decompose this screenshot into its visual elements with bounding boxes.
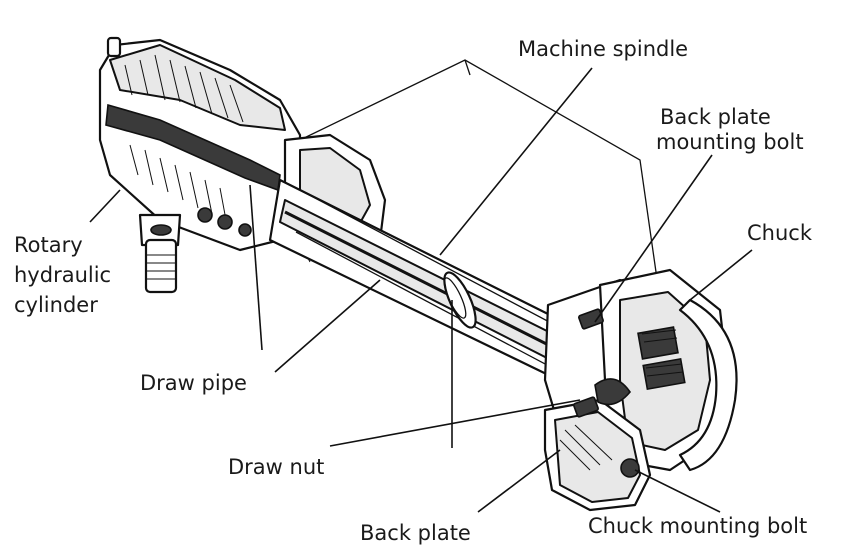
leader-lines xyxy=(89,67,753,513)
leader-back-plate-mounting-bolt xyxy=(594,154,713,323)
label-rotary-line1: Rotary xyxy=(14,233,83,257)
leader-draw-pipe-2 xyxy=(274,279,381,373)
leader-draw-pipe-1 xyxy=(249,184,263,351)
label-chuck-mounting-bolt: Chuck mounting bolt xyxy=(588,514,807,538)
leader-back-plate xyxy=(477,449,561,513)
rotary-hydraulic-cylinder xyxy=(98,36,302,294)
spindle-housing-outline xyxy=(299,59,661,301)
label-chuck: Chuck xyxy=(747,221,813,245)
label-rotary-line2: hydraulic xyxy=(14,263,111,287)
leader-chuck xyxy=(689,249,753,301)
labels: Machine spindle Back plate mounting bolt… xyxy=(14,37,813,545)
label-machine-spindle: Machine spindle xyxy=(518,37,688,61)
label-draw-pipe: Draw pipe xyxy=(140,371,247,395)
chuck xyxy=(543,268,738,512)
leader-rotary-hydraulic-cylinder xyxy=(89,189,121,223)
label-rotary-line3: cylinder xyxy=(14,293,98,317)
leader-machine-spindle xyxy=(439,67,593,256)
label-back-plate-mounting-bolt-line1: Back plate xyxy=(660,105,771,129)
leader-draw-nut xyxy=(329,399,581,447)
spindle-tube xyxy=(268,178,612,402)
leader-chuck-mounting-bolt xyxy=(634,469,721,513)
label-draw-nut: Draw nut xyxy=(228,455,324,479)
label-back-plate: Back plate xyxy=(360,521,471,545)
label-back-plate-mounting-bolt-line2: mounting bolt xyxy=(656,130,804,154)
